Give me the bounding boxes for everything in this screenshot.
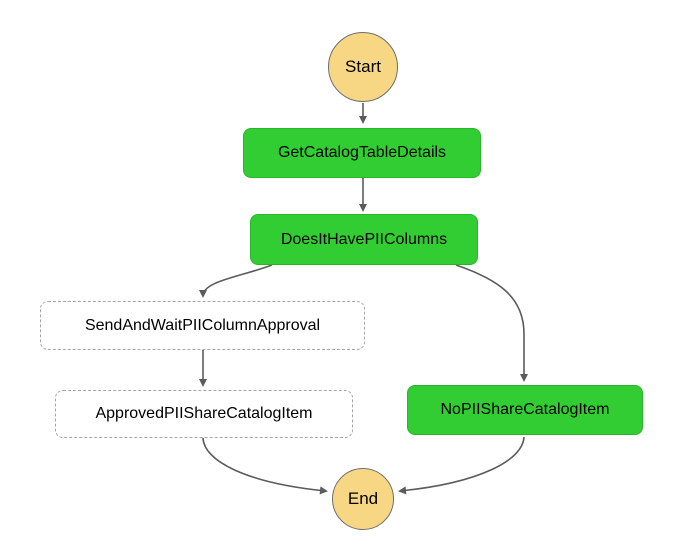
- node-sendandwaitpiicolumnapproval[interactable]: SendAndWaitPIIColumnApproval: [40, 301, 365, 350]
- edge-doesithavepiicolumns-to-nopiisharecatalogitem: [455, 264, 528, 382]
- node-start-label: Start: [345, 57, 381, 76]
- node-nopiisharecatalogitem-label: NoPIIShareCatalogItem: [440, 401, 610, 418]
- node-sendandwaitpiicolumnapproval-label: SendAndWaitPIIColumnApproval: [84, 316, 321, 334]
- node-nopiisharecatalogitem[interactable]: NoPIIShareCatalogItem: [407, 385, 643, 435]
- node-approvedpiisharecatalogitem[interactable]: ApprovedPIIShareCatalogItem: [55, 390, 353, 438]
- node-doesithavepiicolumns-label: DoesItHavePIIColumns: [280, 230, 448, 248]
- node-end-label: End: [347, 489, 379, 508]
- node-start[interactable]: Start: [328, 32, 398, 102]
- edge-doesithavepiicolumns-to-sendandwaitpiicolumnapproval: [199, 264, 273, 298]
- node-getcatalogtabledetails[interactable]: GetCatalogTableDetails: [243, 128, 481, 178]
- node-approvedpiisharecatalogitem-label: ApprovedPIIShareCatalogItem: [95, 405, 313, 422]
- edge-nopiisharecatalogitem-to-end: [398, 436, 525, 495]
- edge-approvedpiisharecatalogitem-to-end: [202, 437, 328, 495]
- node-getcatalogtabledetails-label: GetCatalogTableDetails: [277, 144, 447, 161]
- node-end[interactable]: End: [332, 468, 394, 530]
- node-doesithavepiicolumns[interactable]: DoesItHavePIIColumns: [250, 214, 478, 265]
